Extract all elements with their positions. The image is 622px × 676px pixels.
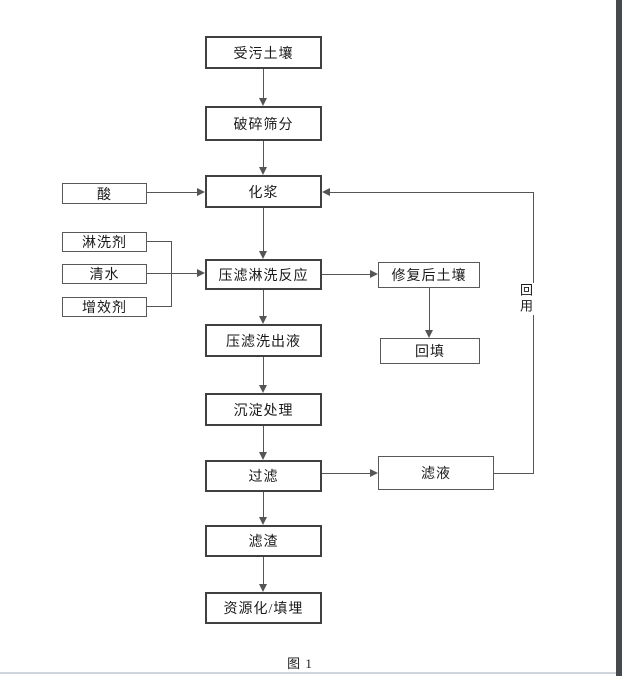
connector-reaction-to-remediated (322, 274, 370, 275)
node-backfill: 回填 (380, 338, 480, 364)
arrow-down-icon (259, 385, 267, 393)
node-slurrying: 化浆 (205, 175, 322, 208)
node-filter-residue: 滤渣 (205, 525, 322, 557)
page-edge-right (616, 0, 622, 676)
connector-crush-to-slurry (263, 141, 264, 168)
connector-washing-agent (147, 241, 172, 242)
connector-residue-to-resource (263, 557, 264, 585)
arrow-left-icon (322, 188, 330, 196)
node-filtrate: 滤液 (378, 456, 494, 490)
node-resource-landfill: 资源化/填埋 (205, 592, 322, 624)
node-clean-water: 清水 (62, 264, 147, 284)
arrow-down-icon (259, 584, 267, 592)
arrow-right-icon (370, 469, 378, 477)
node-press-wash-effluent: 压滤洗出液 (205, 324, 322, 357)
arrow-down-icon (259, 98, 267, 106)
connector-remediated-to-backfill (429, 288, 430, 330)
arrow-right-icon (197, 188, 205, 196)
connector-clean-water-to-reaction (147, 273, 197, 274)
connector-soil-to-crush (263, 69, 264, 99)
arrow-down-icon (259, 316, 267, 324)
connector-slurry-to-reaction (263, 208, 264, 252)
connector-acid-to-slurry (147, 192, 197, 193)
arrow-down-icon (259, 167, 267, 175)
connector-reuse-to-slurry (330, 192, 533, 193)
page-edge-bottom (0, 672, 616, 674)
node-synergist: 增效剂 (62, 297, 147, 317)
connector-synergist (147, 306, 172, 307)
connector-filtration-to-residue (263, 492, 264, 518)
node-press-wash-reaction: 压滤淋洗反应 (205, 259, 322, 290)
node-precipitation: 沉淀处理 (205, 393, 322, 426)
arrow-down-icon (425, 330, 433, 338)
connector-reagent-manifold (171, 241, 172, 307)
arrow-down-icon (259, 452, 267, 460)
arrow-down-icon (259, 517, 267, 525)
node-crush-screen: 破碎筛分 (205, 106, 322, 141)
node-filtration: 过滤 (205, 460, 322, 492)
connector-filtrate-to-loop (494, 473, 534, 474)
connector-reuse-vertical (533, 192, 534, 474)
node-washing-agent: 淋洗剂 (62, 232, 147, 252)
connector-effluent-to-precipitation (263, 357, 264, 386)
node-remediated-soil: 修复后土壤 (378, 262, 480, 288)
figure-caption: 图 1 (287, 656, 313, 671)
connector-filtration-to-filtrate (322, 473, 370, 474)
node-contaminated-soil: 受污土壤 (205, 36, 322, 69)
connector-precipitation-to-filtration (263, 426, 264, 453)
reuse-edge-label: 回用 (516, 283, 535, 315)
arrow-right-icon (197, 269, 205, 277)
arrow-right-icon (370, 270, 378, 278)
arrow-down-icon (259, 251, 267, 259)
node-acid: 酸 (62, 183, 147, 204)
connector-reaction-to-effluent (263, 290, 264, 317)
